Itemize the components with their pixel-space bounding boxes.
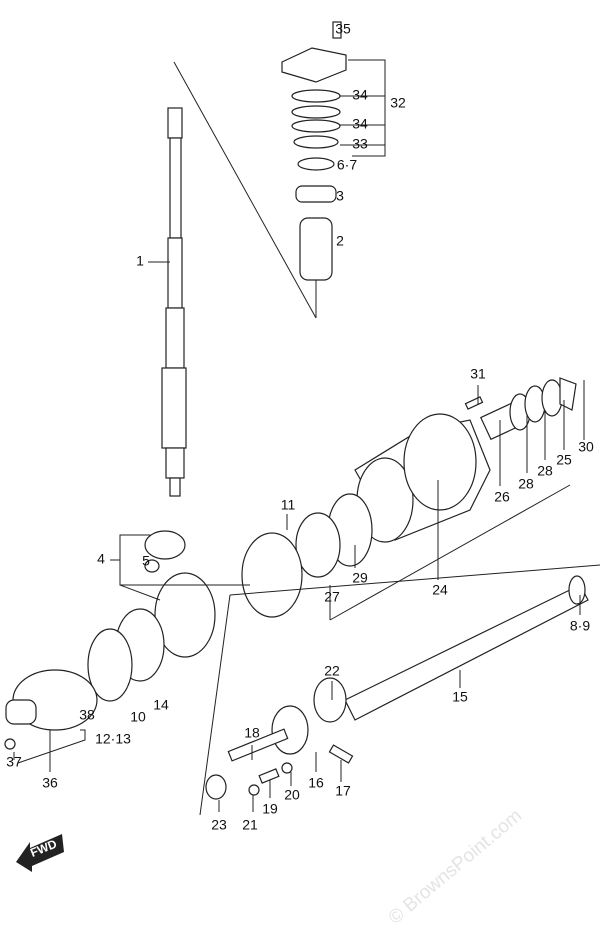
callout-25[interactable]: 25 [556,452,572,468]
callout-28[interactable]: 28 [537,463,553,479]
callout-35[interactable]: 35 [335,21,351,37]
callout-2[interactable]: 2 [336,233,344,249]
callout-22[interactable]: 22 [324,663,340,679]
callout-38[interactable]: 38 [79,707,95,723]
callout-37[interactable]: 37 [6,754,22,770]
callout-19[interactable]: 19 [262,801,278,817]
callout-34[interactable]: 34 [352,116,368,132]
callout-labels: 35 34 32 34 33 6·7 3 2 1 31 30 25 28 28 … [6,21,594,833]
callout-11[interactable]: 11 [281,497,296,513]
callout-27[interactable]: 27 [324,589,340,605]
callout-15[interactable]: 15 [452,689,468,705]
callout-3[interactable]: 3 [336,188,344,204]
callout-12-13[interactable]: 12·13 [95,731,131,747]
callout-21[interactable]: 21 [242,817,258,833]
callout-6-7[interactable]: 6·7 [337,157,357,173]
callout-30[interactable]: 30 [578,439,594,455]
callout-28[interactable]: 28 [518,476,534,492]
watermark-layer: © BrownsPoint.com [385,805,527,929]
watermark-text: © BrownsPoint.com [385,805,527,929]
fwd-direction-arrow: FWD [16,834,64,872]
callout-17[interactable]: 17 [335,783,351,799]
callout-5[interactable]: 5 [142,553,150,569]
propeller-shaft-part-15[interactable] [205,575,589,800]
callout-23[interactable]: 23 [211,817,227,833]
callout-34[interactable]: 34 [352,87,368,103]
propeller-shaft-housing[interactable] [295,377,577,578]
callout-16[interactable]: 16 [308,775,324,791]
callout-29[interactable]: 29 [352,570,368,586]
drive-shaft-part-1[interactable] [161,107,187,497]
callout-24[interactable]: 24 [432,582,448,598]
leader-lines [13,59,600,816]
callout-10[interactable]: 10 [130,709,146,725]
callout-26[interactable]: 26 [494,489,510,505]
callout-31[interactable]: 31 [470,366,486,382]
callout-14[interactable]: 14 [153,697,169,713]
callout-32[interactable]: 32 [390,95,406,111]
callout-4[interactable]: 4 [97,551,105,567]
gear-set[interactable] [4,530,303,750]
callout-33[interactable]: 33 [352,136,368,152]
callout-20[interactable]: 20 [284,787,300,803]
callout-18[interactable]: 18 [244,725,260,741]
callout-36[interactable]: 36 [42,775,58,791]
callout-1[interactable]: 1 [136,253,144,269]
top-bearing-assembly[interactable] [173,21,347,319]
callout-8-9[interactable]: 8·9 [570,618,590,634]
